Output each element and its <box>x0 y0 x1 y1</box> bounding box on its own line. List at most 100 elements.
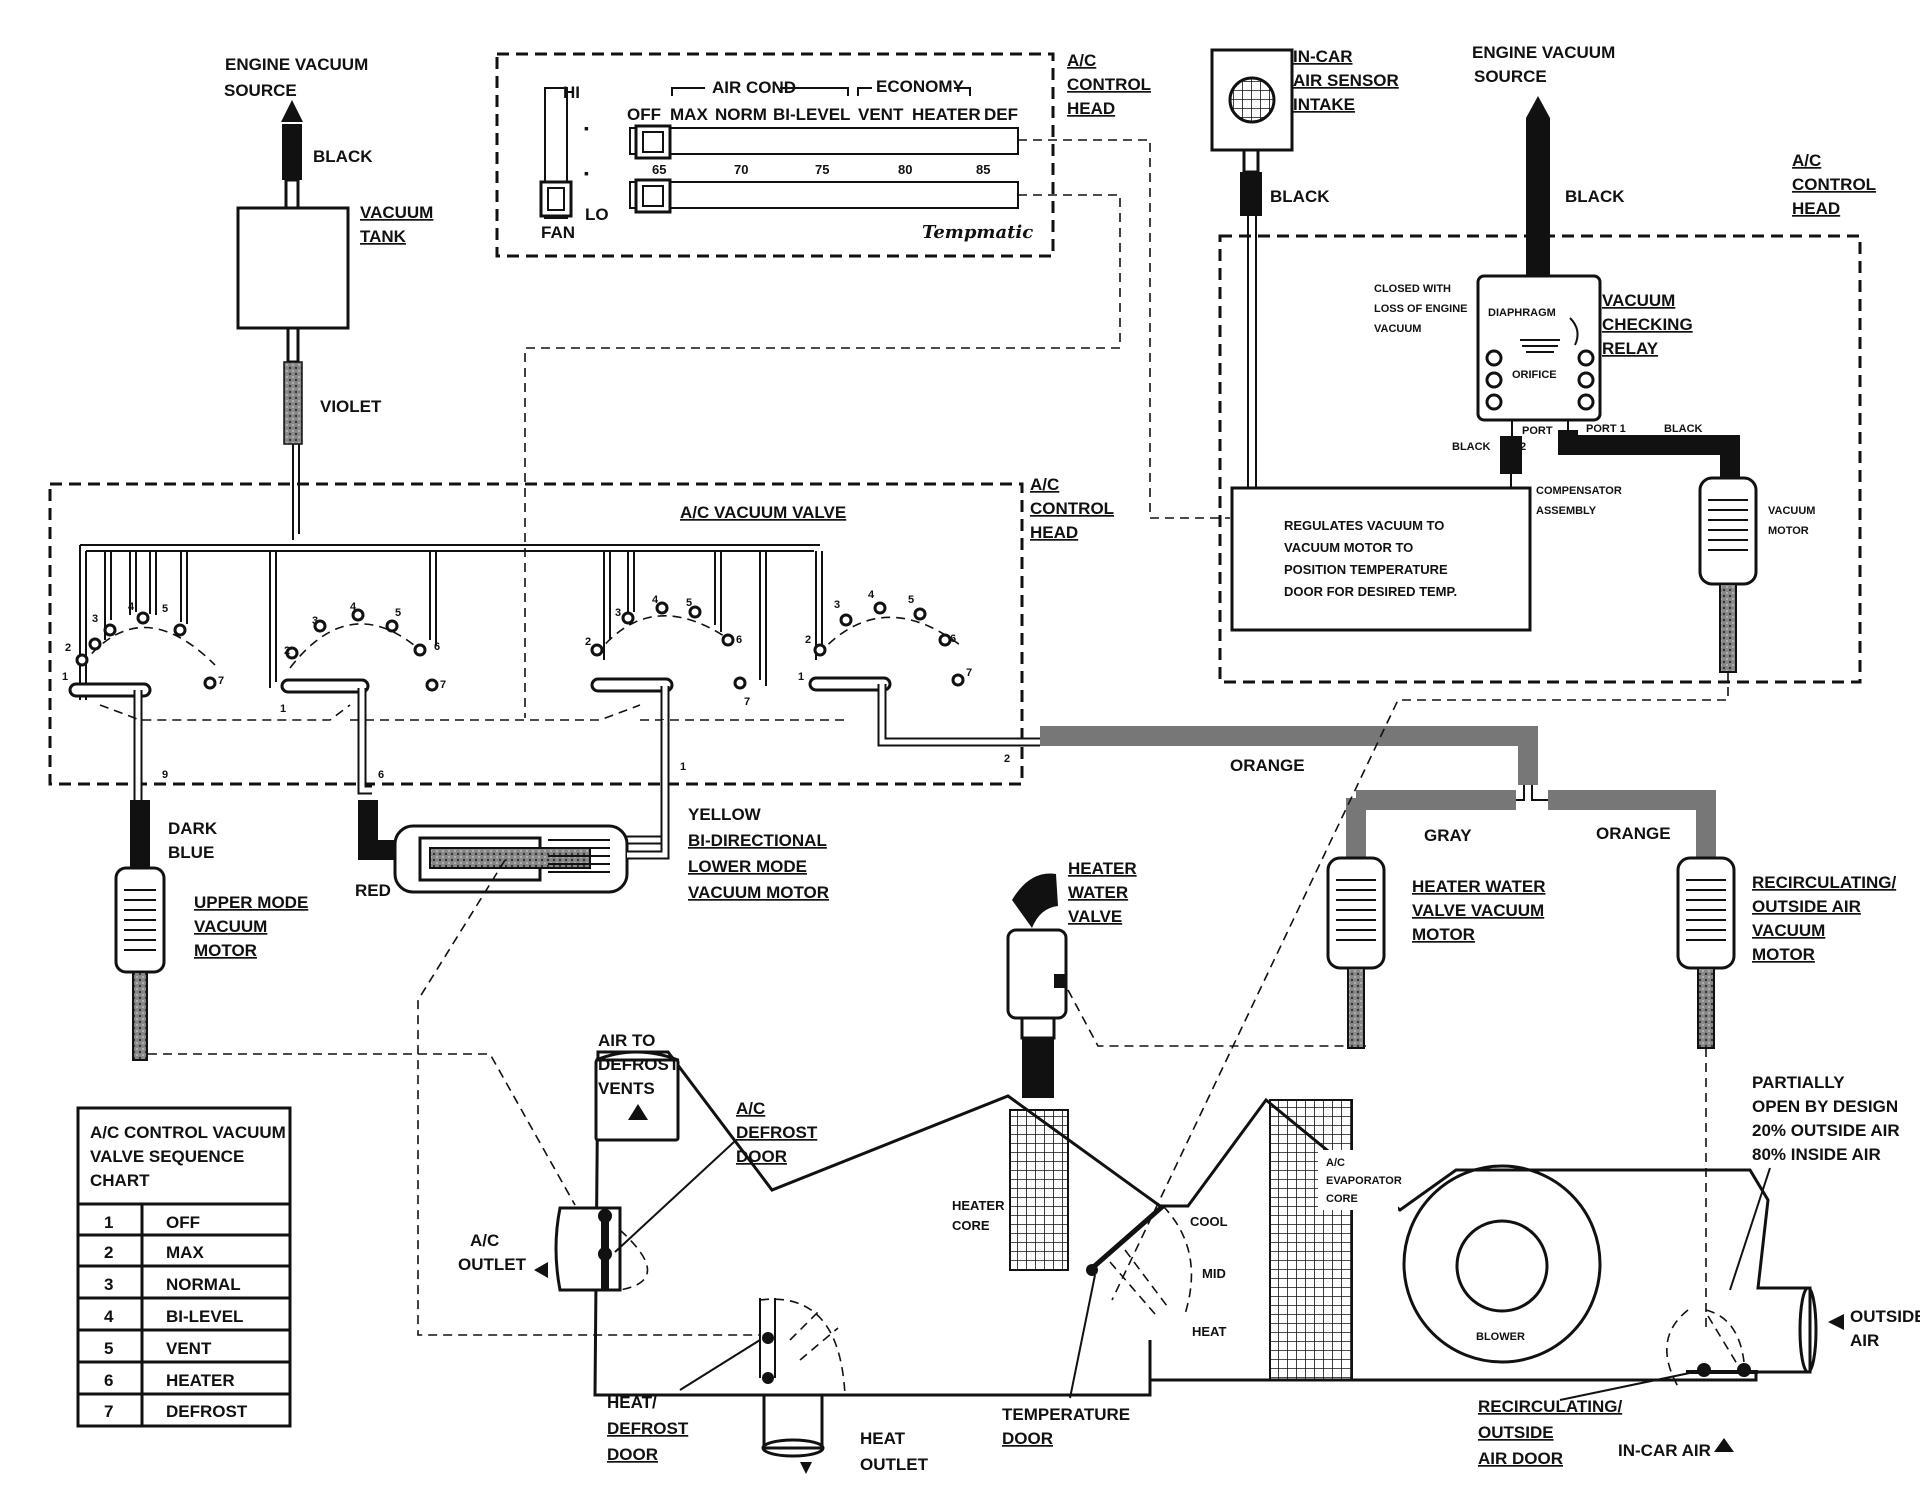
svg-text:1: 1 <box>62 671 68 683</box>
svg-text:A/C CONTROL VACUUM: A/C CONTROL VACUUM <box>90 1123 286 1142</box>
svg-text:BI-LEVEL: BI-LEVEL <box>773 105 850 124</box>
svg-text:A/C: A/C <box>1067 51 1096 70</box>
heater-water-valve-vacuum-motor: HEATER WATER VALVE VACUUM MOTOR <box>1326 856 1545 1049</box>
svg-text:OUTLET: OUTLET <box>860 1455 929 1474</box>
svg-text:CORE: CORE <box>1326 1193 1358 1205</box>
svg-text:ASSEMBLY: ASSEMBLY <box>1536 505 1597 517</box>
svg-text:CONTROL: CONTROL <box>1792 175 1876 194</box>
temperature-door-linkage <box>1111 672 1729 1301</box>
svg-text:VALVE VACUUM: VALVE VACUUM <box>1412 901 1544 920</box>
temperature-slider-knob[interactable] <box>634 178 672 214</box>
svg-text:3: 3 <box>104 1275 113 1294</box>
svg-text:MOTOR: MOTOR <box>1752 945 1815 964</box>
svg-text:OFF: OFF <box>627 105 661 124</box>
blower-wheel <box>1455 1219 1549 1313</box>
svg-text:VALVE: VALVE <box>1068 907 1122 926</box>
svg-text:A/C: A/C <box>736 1099 765 1118</box>
svg-text:70: 70 <box>734 162 748 177</box>
valve-rotor-4 <box>808 676 892 692</box>
svg-text:MOTOR: MOTOR <box>194 941 257 960</box>
svg-text:7: 7 <box>744 696 750 708</box>
ac-vacuum-valve: A/C VACUUM VALVE A/C CONTROL HEAD 1 2 3 … <box>48 475 1114 845</box>
chart-row-num: 1 <box>104 1213 113 1232</box>
svg-text:VACUUM: VACUUM <box>1374 323 1421 335</box>
valve-rotor-1 <box>68 682 152 698</box>
orange-hose <box>1040 726 1538 785</box>
svg-text:NORMAL: NORMAL <box>166 1275 241 1294</box>
svg-text:2: 2 <box>1520 441 1526 453</box>
svg-text:5: 5 <box>104 1339 113 1358</box>
black-hose <box>282 124 302 180</box>
water-valve-linkage <box>1067 989 1366 1047</box>
svg-text:RELAY: RELAY <box>1602 339 1659 358</box>
heat-outlet-duct <box>762 1395 824 1450</box>
svg-text:VACUUM: VACUUM <box>194 917 267 936</box>
svg-text:OUTSIDE: OUTSIDE <box>1478 1423 1554 1442</box>
svg-text:SOURCE: SOURCE <box>1474 67 1547 86</box>
svg-text:DEFROST: DEFROST <box>166 1402 248 1421</box>
svg-text:AIR COND: AIR COND <box>712 78 796 97</box>
svg-text:1: 1 <box>798 671 804 683</box>
svg-text:OPEN BY DESIGN: OPEN BY DESIGN <box>1752 1097 1898 1116</box>
svg-text:POSITION TEMPERATURE: POSITION TEMPERATURE <box>1284 562 1448 577</box>
arrow-left-icon <box>1828 1314 1844 1330</box>
temp-linkage <box>524 194 1121 718</box>
svg-text:OUTSIDE: OUTSIDE <box>1850 1307 1920 1326</box>
arrow-up-icon <box>628 1104 648 1120</box>
svg-text:LOWER MODE: LOWER MODE <box>688 857 807 876</box>
svg-text:7: 7 <box>218 675 224 687</box>
svg-text:ECONOMY: ECONOMY <box>876 77 965 96</box>
svg-text:4: 4 <box>128 601 135 613</box>
svg-text:VENTS: VENTS <box>598 1079 655 1098</box>
svg-text:2: 2 <box>1004 753 1010 765</box>
svg-text:BLACK: BLACK <box>1664 423 1703 435</box>
svg-text:BLUE: BLUE <box>168 843 214 862</box>
svg-text:FAN: FAN <box>541 223 575 242</box>
orange-hose-right <box>1548 790 1716 860</box>
svg-text:7: 7 <box>966 667 972 679</box>
svg-text:HEATER: HEATER <box>912 105 981 124</box>
svg-text:VIOLET: VIOLET <box>320 397 382 416</box>
svg-text:85: 85 <box>976 162 990 177</box>
svg-text:DOOR: DOOR <box>736 1147 787 1166</box>
svg-text:7: 7 <box>104 1402 113 1421</box>
arrow-up-icon <box>1714 1438 1734 1452</box>
svg-text:75: 75 <box>815 162 829 177</box>
svg-text:2: 2 <box>585 636 591 648</box>
mode-linkage <box>1018 139 1230 519</box>
svg-text:80% INSIDE AIR: 80% INSIDE AIR <box>1752 1145 1881 1164</box>
svg-text:DEFROST: DEFROST <box>598 1055 680 1074</box>
svg-text:5: 5 <box>686 597 692 609</box>
upper-mode-vacuum-motor: DARK BLUE UPPER MODE VACUUM MOTOR <box>114 800 308 1061</box>
svg-text:HEAT: HEAT <box>1192 1324 1226 1339</box>
fan-slider[interactable] <box>544 87 568 219</box>
engine-vacuum-source-label: ENGINE VACUUM <box>225 55 368 74</box>
svg-text:IN-CAR: IN-CAR <box>1293 47 1353 66</box>
svg-text:CONTROL: CONTROL <box>1030 499 1114 518</box>
svg-text:3: 3 <box>312 615 318 627</box>
svg-text:PARTIALLY: PARTIALLY <box>1752 1073 1845 1092</box>
svg-text:LO: LO <box>585 205 609 224</box>
svg-text:HEATER WATER: HEATER WATER <box>1412 877 1545 896</box>
svg-text:7: 7 <box>440 679 446 691</box>
temperature-slider[interactable] <box>629 181 1019 209</box>
svg-text:DOOR FOR DESIRED TEMP.: DOOR FOR DESIRED TEMP. <box>1284 584 1457 599</box>
mode-slider-knob[interactable] <box>634 124 672 160</box>
svg-text:5: 5 <box>162 603 168 615</box>
svg-text:HEAD: HEAD <box>1792 199 1840 218</box>
svg-text:ORIFICE: ORIFICE <box>1512 369 1557 381</box>
svg-text:A/C: A/C <box>1792 151 1821 170</box>
svg-text:OUTSIDE AIR: OUTSIDE AIR <box>1752 897 1861 916</box>
svg-text:4: 4 <box>652 594 659 606</box>
heater-water-valve: HEATER WATER VALVE <box>1006 859 1137 1098</box>
svg-text:BLACK: BLACK <box>1452 441 1491 453</box>
svg-text:HEAD: HEAD <box>1030 523 1078 542</box>
svg-text:VENT: VENT <box>858 105 904 124</box>
svg-text:65: 65 <box>652 162 666 177</box>
mode-slider[interactable] <box>629 127 1019 155</box>
svg-text:DEFROST: DEFROST <box>607 1419 689 1438</box>
svg-text:HEAD: HEAD <box>1067 99 1115 118</box>
svg-text:MAX: MAX <box>670 105 708 124</box>
svg-text:MAX: MAX <box>166 1243 204 1262</box>
